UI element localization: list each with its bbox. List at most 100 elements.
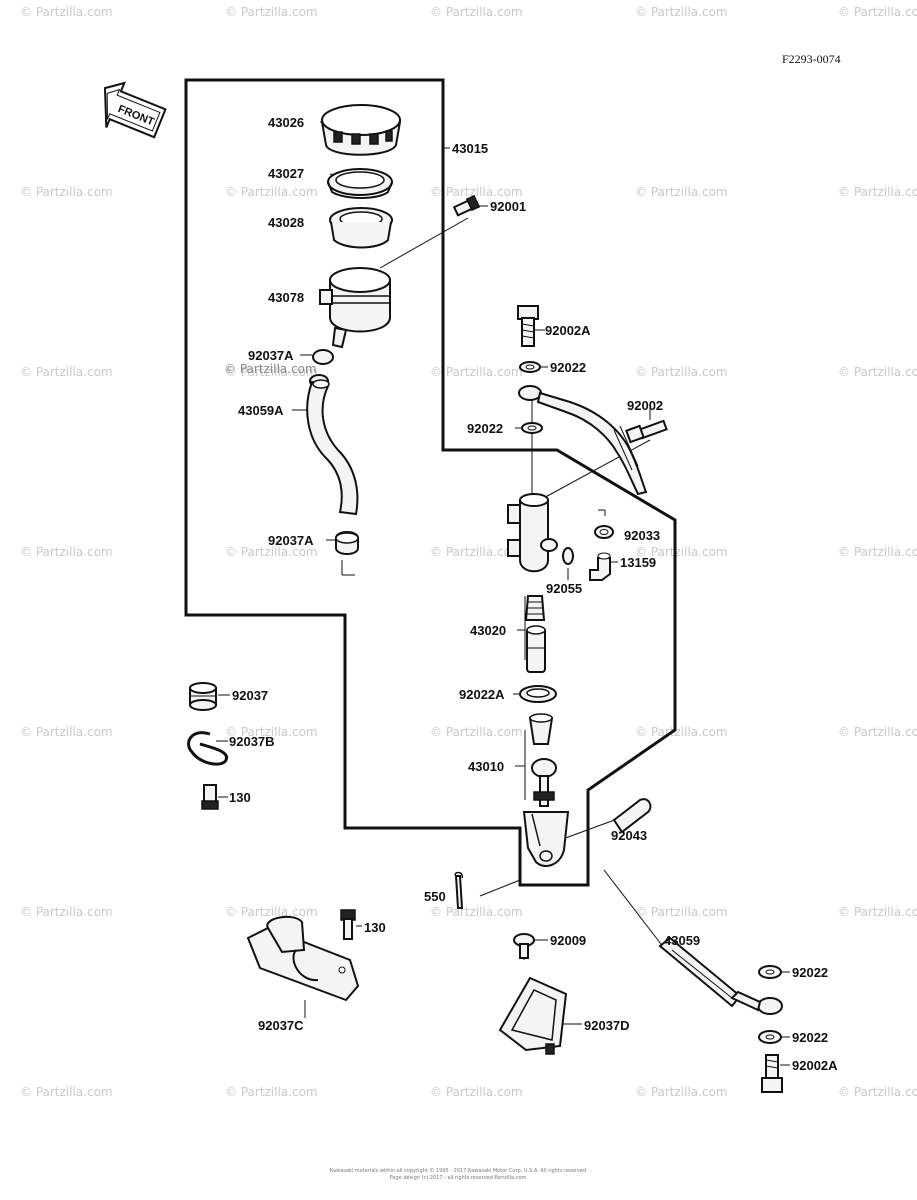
part-labels: 43026 43027 43028 43078 43015 92001 9203…	[229, 115, 838, 1073]
label-92037: 92037	[232, 688, 268, 703]
bracket-92037C	[246, 915, 360, 1002]
watermark-text: © Partzilla.com	[430, 185, 523, 199]
label-92002: 92002	[627, 398, 663, 413]
label-130-a: 130	[229, 790, 251, 805]
diagram-reference-code: F2293-0074	[782, 52, 841, 66]
o-ring-92033	[594, 525, 614, 539]
watermark-text: © Partzilla.com	[838, 725, 917, 739]
watermark-text: © Partzilla.com	[430, 1085, 523, 1099]
watermark-text: © Partzilla.com	[635, 185, 728, 199]
watermark-text: © Partzilla.com	[635, 365, 728, 379]
watermark-text: © Partzilla.com	[430, 905, 523, 919]
watermark-text: © Partzilla.com	[225, 725, 318, 739]
reservoir-cap	[320, 104, 402, 156]
footer-design: Page design (c) 2017 - all rights reserv…	[390, 1175, 527, 1181]
push-rod-43010	[528, 713, 557, 807]
watermark-text: © Partzilla.com	[838, 545, 917, 559]
watermark-text: © Partzilla.com	[225, 365, 318, 379]
o-ring-92055	[562, 547, 574, 565]
watermark-text: © Partzilla.com	[838, 185, 917, 199]
assembly-frame-43015	[184, 78, 677, 887]
label-92022-a: 92022	[550, 360, 586, 375]
label-92037C: 92037C	[258, 1018, 304, 1033]
watermark-text: © Partzilla.com	[225, 545, 318, 559]
label-550: 550	[424, 889, 446, 904]
reservoir-body	[319, 267, 391, 349]
watermark-text: © Partzilla.com	[838, 1085, 917, 1099]
watermark-text: © Partzilla.com	[635, 725, 728, 739]
watermark-text: © Partzilla.com	[225, 5, 318, 19]
bolt-92001	[452, 194, 481, 217]
spring-piston-43020	[524, 595, 546, 673]
label-43020: 43020	[470, 623, 506, 638]
master-cylinder-body	[507, 493, 558, 573]
label-92002A-top: 92002A	[545, 323, 591, 338]
washer-lower-b	[758, 1030, 782, 1044]
label-43010: 43010	[468, 759, 504, 774]
label-92022A: 92022A	[459, 687, 505, 702]
watermark-text: © Partzilla.com	[20, 1085, 113, 1099]
clevis-pin-92043	[612, 798, 652, 834]
label-92037A-bottom: 92037A	[268, 533, 314, 548]
label-92033: 92033	[624, 528, 660, 543]
elbow-fitting-13159	[589, 552, 611, 581]
watermark-text: © Partzilla.com	[430, 725, 523, 739]
label-92055: 92055	[546, 581, 582, 596]
grommet-92037	[189, 682, 217, 711]
label-43026: 43026	[268, 115, 304, 130]
label-92037B: 92037B	[229, 734, 275, 749]
brake-hose-lower	[658, 936, 783, 1015]
banjo-bolt-top	[517, 305, 539, 347]
banjo-bolt-bottom	[761, 1054, 783, 1093]
diaphragm	[329, 207, 393, 249]
watermark-text: © Partzilla.com	[430, 545, 523, 559]
washer-upper	[519, 361, 541, 373]
watermark-text: © Partzilla.com	[635, 1085, 728, 1099]
watermark-text: © Partzilla.com	[838, 5, 917, 19]
watermark-text: © Partzilla.com	[20, 545, 113, 559]
label-130-b: 130	[364, 920, 386, 935]
watermark-text: © Partzilla.com	[225, 185, 318, 199]
label-92022-b: 92022	[467, 421, 503, 436]
reservoir-hose	[306, 379, 359, 516]
label-92009: 92009	[550, 933, 586, 948]
clip-92037B	[187, 731, 229, 766]
watermark-text: © Partzilla.com	[225, 1085, 318, 1099]
label-43059: 43059	[664, 933, 700, 948]
watermark-layer: © Partzilla.com © Partzilla.com © Partzill…	[20, 5, 917, 1099]
front-arrow-icon: FRONT	[103, 81, 167, 139]
watermark-text: © Partzilla.com	[430, 5, 523, 19]
watermark-text: © Partzilla.com	[20, 365, 113, 379]
label-43027: 43027	[268, 166, 304, 181]
bolt-92002	[625, 419, 668, 444]
label-43059A: 43059A	[238, 403, 284, 418]
hose-clamp-bottom	[335, 531, 359, 555]
watermark-text: © Partzilla.com	[635, 905, 728, 919]
label-92037D: 92037D	[584, 1018, 630, 1033]
label-92022-c: 92022	[792, 965, 828, 980]
bolt-130-left	[201, 784, 219, 810]
label-43028: 43028	[268, 215, 304, 230]
diaphragm-plate	[327, 168, 393, 199]
label-92001: 92001	[490, 199, 526, 214]
watermark-text: © Partzilla.com	[20, 905, 113, 919]
screw-92009	[513, 933, 535, 959]
bolt-130-right	[340, 909, 356, 940]
label-43015: 43015	[452, 141, 488, 156]
label-92022-d: 92022	[792, 1030, 828, 1045]
watermark-text: © Partzilla.com	[20, 5, 113, 19]
label-13159: 13159	[620, 555, 656, 570]
watermark-text: © Partzilla.com	[225, 905, 318, 919]
watermark-text: © Partzilla.com	[430, 365, 523, 379]
inline-watermark: © Partzilla.com	[224, 362, 317, 376]
seal-92022A	[519, 685, 557, 703]
label-92037A-top: 92037A	[248, 348, 294, 363]
watermark-text: © Partzilla.com	[838, 905, 917, 919]
label-92043: 92043	[611, 828, 647, 843]
clevis-yoke	[522, 811, 570, 867]
label-92002A-bottom: 92002A	[792, 1058, 838, 1073]
watermark-text: © Partzilla.com	[20, 725, 113, 739]
cotter-pin-550	[454, 871, 464, 909]
cover-92037D	[498, 976, 568, 1055]
